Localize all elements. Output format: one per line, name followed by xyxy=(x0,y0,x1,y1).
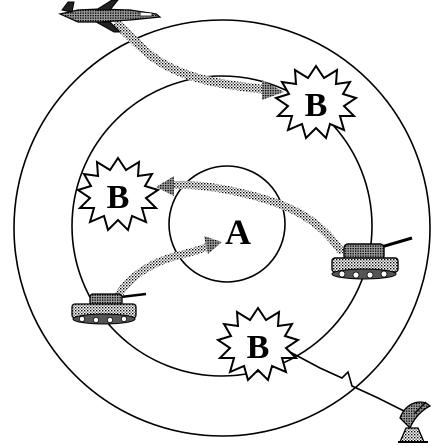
tank-icon xyxy=(332,238,412,279)
fighter-jet-icon xyxy=(60,0,160,32)
armored-vehicle-icon xyxy=(72,294,146,324)
zone-b-label-upper: B xyxy=(305,87,328,124)
satellite-dish-icon xyxy=(398,402,430,442)
zone-b-label-bottom: B xyxy=(247,329,270,366)
zone-b-label-left: B xyxy=(107,179,130,216)
vehicle-fire-path xyxy=(118,245,212,296)
burst-zone-b-upper-right: B xyxy=(276,66,356,138)
jet-attack-path xyxy=(118,25,268,90)
zone-a-label: A xyxy=(225,212,251,252)
tank-fire-path xyxy=(165,185,340,250)
burst-zone-b-bottom: B xyxy=(218,308,298,380)
tank-fire-arrowhead xyxy=(156,176,174,196)
signal-link-line xyxy=(290,352,406,412)
burst-zone-b-left: B xyxy=(78,158,158,230)
